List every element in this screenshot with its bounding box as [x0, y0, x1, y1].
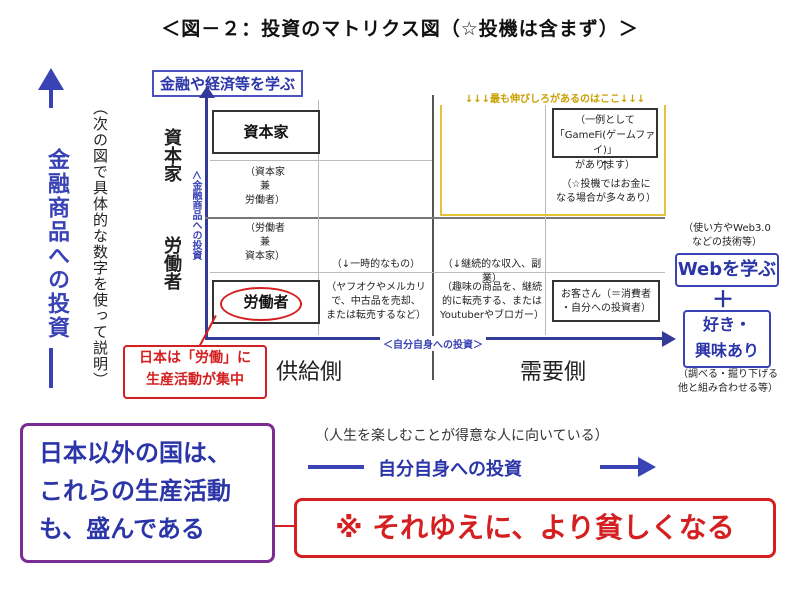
hobby-products-cell: （趣味の商品を、継続 的に転売する、または Youtuberやブロガー）	[439, 282, 545, 321]
tech-note: （使い方やWeb3.0 などの技術等）	[683, 223, 771, 248]
japan-callout: 日本は「労働」に 生産活動が集中	[123, 345, 267, 399]
left-axis-note: （次の図で具体的な数字を使って説明）	[91, 100, 109, 388]
plus-icon: ＋	[712, 288, 735, 313]
column-demand: 需要側	[520, 360, 587, 385]
cell-line	[318, 100, 319, 335]
temporary-cell: （↓一時的なもの）	[331, 259, 421, 270]
life-note: （人生を楽しむことが得意な人に向いている）	[315, 428, 609, 444]
cell-line	[210, 160, 432, 161]
up-arrow-small-icon: ↑	[599, 159, 611, 174]
y-axis-mini-label: ＜金融商品への投資	[190, 170, 201, 260]
resale-cell: （ヤフオクやメルカリ で、中古品を売却、 または転売するなど）	[326, 282, 426, 321]
worker-highlight-oval	[220, 287, 302, 321]
divider-vertical	[432, 95, 434, 380]
continuous-cell: （↓継続的な収入、副業）	[442, 259, 542, 284]
gamefi-box: （一例として 「GameFi(ゲームファイ)」 があります）	[552, 108, 658, 171]
top-tag: 金融や経済等を学ぶ	[152, 70, 304, 97]
web-learn-box: Webを学ぶ	[675, 253, 779, 287]
conclusion-box: ※ それゆえに、より貧しくなる	[294, 498, 776, 558]
page-title: ＜図－２：投資のマトリクス図（☆投機は含まず）＞	[161, 18, 639, 40]
right-arrow-icon	[638, 457, 656, 477]
speculation-note: （☆投機ではお金に なる場合が多々あり）	[556, 179, 656, 204]
conclusion-connector	[275, 525, 295, 527]
other-countries-box: 日本以外の国は、 これらの生産活動 も、盛んである	[20, 423, 275, 563]
divider-horizontal	[205, 217, 665, 219]
left-arrow-shaft	[49, 88, 53, 108]
combine-note: （調べる・掘り下げる 他と組み合わせる等）	[678, 369, 778, 394]
column-supply: 供給側	[276, 360, 343, 385]
self-arrow-shaft	[308, 465, 364, 469]
row-label-worker: 労働者	[161, 236, 182, 290]
customer-box: お客さん（＝消費者 ・自分への投資者）	[552, 280, 660, 322]
left-arrow-shaft-lower	[49, 348, 53, 388]
interest-box: 好き・ 興味あり	[683, 310, 771, 368]
self-arrow-shaft	[600, 465, 640, 469]
capitalist-worker-cell: （資本家 兼 労働者）	[245, 167, 285, 206]
self-investment-label: 自分自身への投資	[378, 459, 522, 480]
cell-line	[545, 100, 546, 335]
left-axis-label: 金融商品への投資	[44, 148, 69, 340]
up-arrow-icon	[38, 68, 64, 90]
row-label-capitalist: 資本家	[161, 128, 182, 182]
capitalist-box: 資本家	[212, 110, 320, 154]
growth-label: ↓↓↓最も伸びしろがあるのはここ↓↓↓	[440, 90, 670, 105]
x-axis-arrow-icon	[662, 331, 676, 347]
y-axis-arrow-icon	[199, 86, 215, 98]
cell-line	[210, 272, 665, 273]
worker-capitalist-cell: （労働者 兼 資本家）	[245, 223, 285, 262]
x-axis-mini-label: ＜自分自身への投資＞	[380, 336, 486, 351]
